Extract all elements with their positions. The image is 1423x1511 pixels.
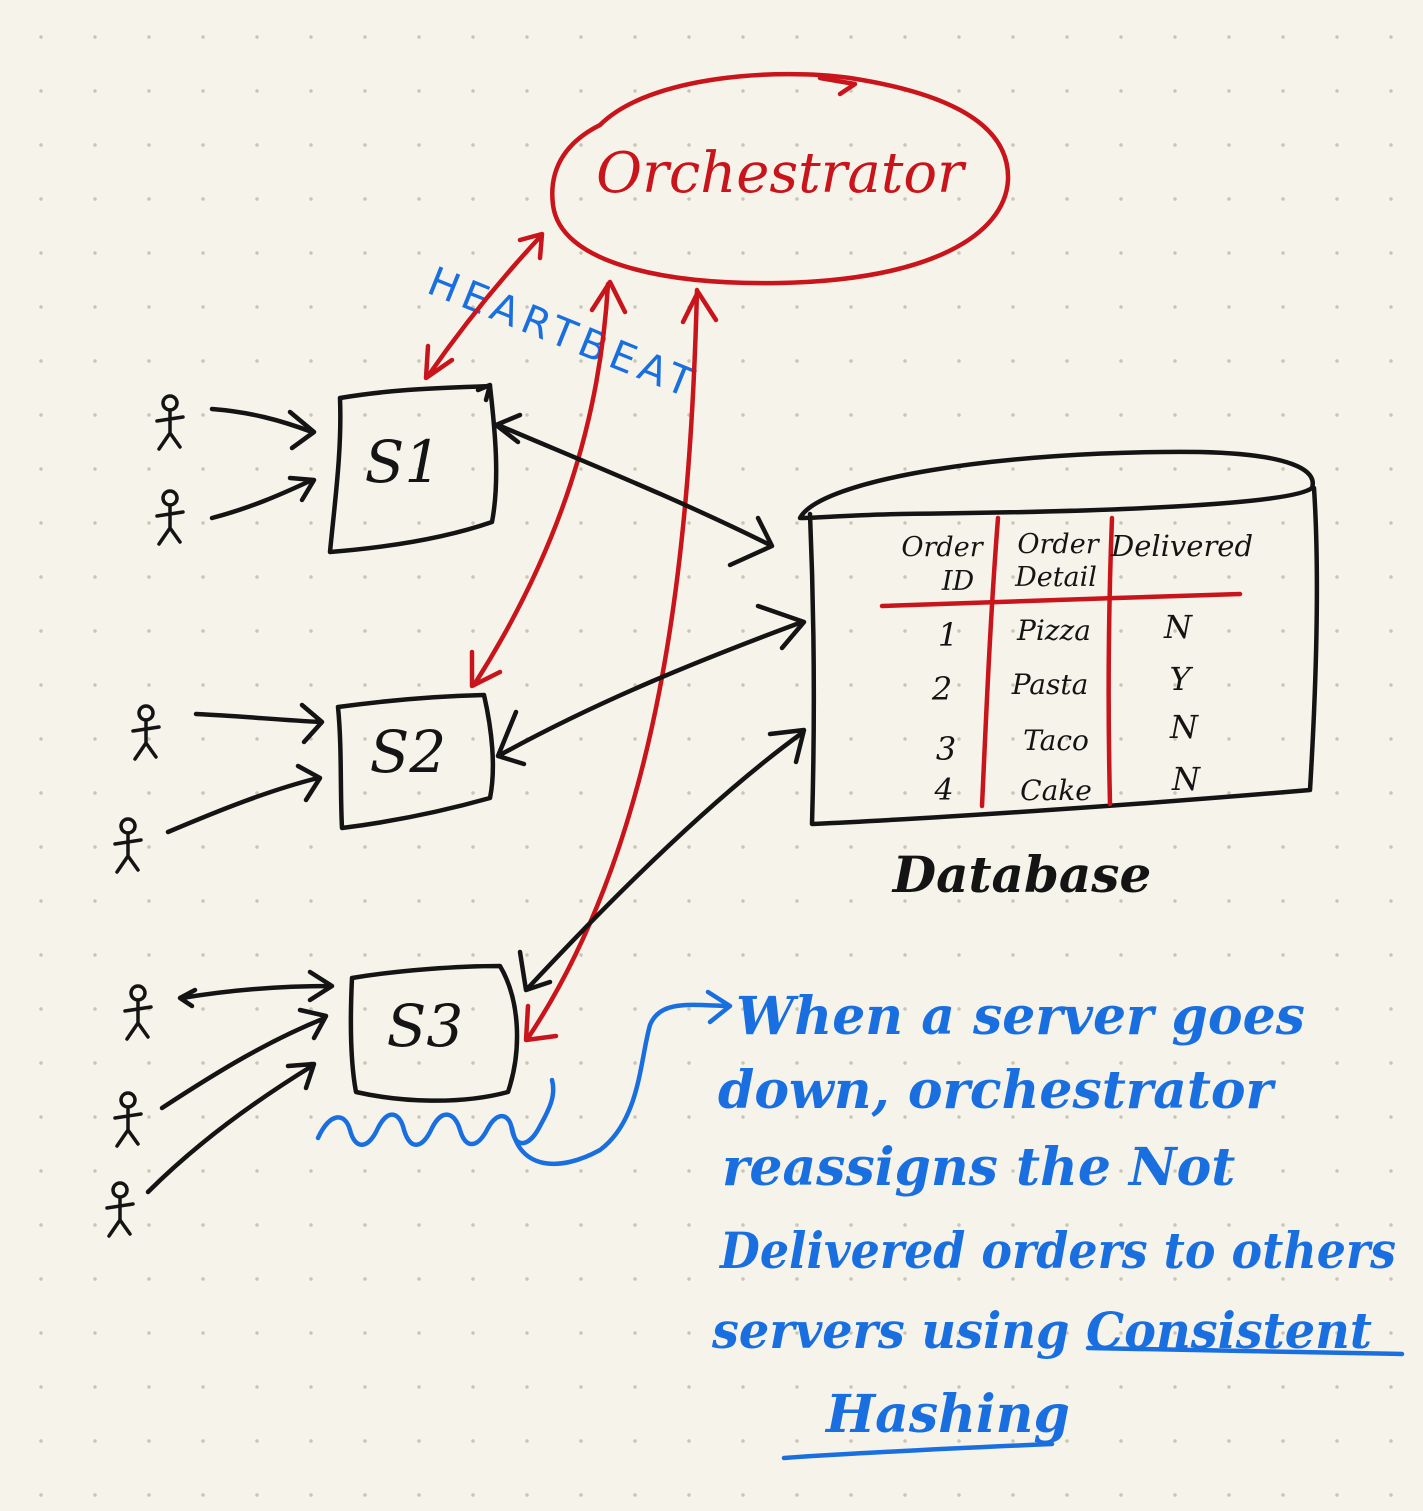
table-cell: 3 [936, 730, 956, 768]
orchestrator-s3-arrow [523, 287, 719, 1043]
s2-database-arrow [495, 603, 807, 767]
user-s3-arrow [145, 1061, 317, 1195]
user-s2-arrow [165, 763, 323, 835]
note-line-2: down, orchestrator [718, 1060, 1277, 1121]
table-header-order-detail: Order [1017, 529, 1100, 560]
table-cell: 4 [933, 773, 953, 808]
database-table-grid [879, 515, 1243, 809]
table-header-order-id-line2: ID [941, 566, 975, 597]
failover-note: When a server goes down, orchestrator re… [711, 986, 1405, 1461]
database-label: Database [891, 845, 1152, 904]
s3-database-arrow [517, 727, 807, 993]
table-header-order-detail-line2: Detail [1014, 562, 1097, 593]
server-s3: S3 [348, 963, 520, 1103]
user-s3-arrow [177, 969, 335, 1009]
orchestrator-node: Orchestrator [550, 71, 1011, 286]
server-s1: S1 [327, 382, 499, 555]
note-line-1: When a server goes [736, 986, 1305, 1047]
user-icon [113, 1091, 143, 1148]
server-s2: S2 [335, 692, 496, 831]
table-cell: Y [1169, 660, 1193, 698]
note-line-3: reassigns the Not [722, 1137, 1235, 1198]
table-cell: Taco [1023, 724, 1089, 757]
user-icon [155, 394, 185, 451]
table-cell: Pasta [1011, 668, 1089, 701]
user-icon [113, 817, 143, 874]
orchestrator-label: Orchestrator [596, 141, 967, 206]
database-table-headers: Order ID Order Detail Delivered [901, 529, 1253, 597]
table-cell: N [1163, 608, 1193, 646]
user-icon [105, 1181, 135, 1238]
server-s1-label: S1 [365, 428, 442, 496]
database-table-body: 1 Pizza N 2 Pasta Y 3 Taco N 4 Cake N [931, 608, 1201, 808]
user-icon [123, 984, 153, 1041]
database-cylinder [797, 449, 1320, 827]
table-cell: 1 [938, 616, 958, 654]
orchestrator-s1-arrow [423, 231, 545, 381]
server-failure-annotation [315, 989, 733, 1167]
user-icon [155, 489, 185, 546]
s1-database-arrow [493, 412, 775, 568]
server-s2-label: S2 [370, 718, 447, 786]
user-s1-arrow [209, 475, 317, 521]
server-s3-label: S3 [387, 992, 464, 1060]
orchestrator-s2-arrow [469, 279, 628, 689]
hashing-underline [781, 1441, 1055, 1461]
table-cell: N [1171, 760, 1201, 798]
note-line-4: Delivered orders to others [718, 1221, 1396, 1280]
user-s1-arrow [209, 406, 317, 451]
user-s2-arrow [193, 702, 325, 745]
table-header-delivered: Delivered [1110, 529, 1253, 563]
user-s3-arrow [159, 1007, 329, 1111]
table-header-order-id: Order [901, 532, 984, 563]
user-icon [131, 704, 161, 761]
note-line-6: Hashing [824, 1384, 1070, 1445]
consistent-underline [1085, 1345, 1405, 1357]
table-cell: 2 [931, 670, 952, 708]
table-cell: Cake [1020, 774, 1092, 807]
table-cell: Pizza [1016, 614, 1091, 647]
table-cell: N [1169, 708, 1199, 746]
